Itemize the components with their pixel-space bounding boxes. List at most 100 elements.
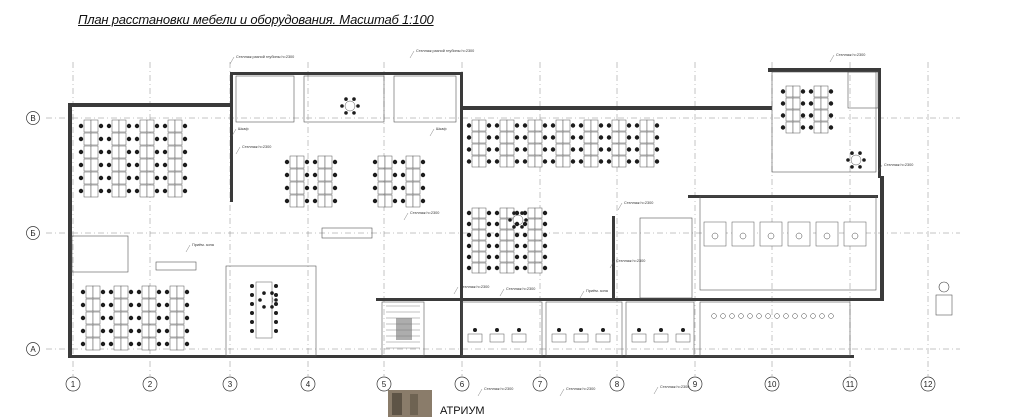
desk (478, 131, 487, 144)
desk (471, 155, 480, 168)
atrium-stair (381, 301, 425, 357)
desk (534, 143, 543, 156)
meeting-room-center (303, 75, 385, 123)
chair (400, 185, 406, 191)
round-table (850, 154, 862, 166)
chair (274, 298, 278, 302)
desk (534, 207, 543, 219)
desk (527, 262, 536, 274)
desk (113, 337, 122, 351)
chair (578, 159, 584, 164)
conference-table (255, 281, 273, 339)
core-room (639, 217, 693, 299)
chair (557, 328, 561, 332)
chair (466, 265, 472, 271)
chair (486, 123, 492, 128)
desk (92, 311, 101, 325)
chair (284, 198, 290, 204)
chair (274, 320, 278, 324)
desk (289, 155, 298, 169)
chair (514, 265, 520, 271)
desk (377, 181, 386, 195)
chair (606, 135, 612, 140)
wall-wc (688, 195, 878, 198)
desk (111, 145, 120, 159)
chair (542, 221, 548, 227)
desk (618, 143, 627, 156)
chair (634, 147, 640, 152)
chair (304, 172, 310, 178)
desk (471, 229, 480, 241)
chair (136, 315, 142, 321)
annotation-text: Стеллаж разной глубины h=2300 (416, 49, 474, 53)
desk (618, 131, 627, 144)
desk (118, 119, 127, 133)
desk (499, 240, 508, 252)
desk (169, 298, 178, 312)
chair (514, 135, 520, 140)
lounge-seat (828, 313, 834, 319)
annotation-text: Стеллаж h=2300 (884, 163, 913, 167)
chair (512, 225, 516, 229)
desk (324, 194, 333, 208)
chair (420, 159, 426, 165)
conference-room (225, 265, 317, 357)
wc-stall (843, 221, 867, 247)
chair (494, 210, 500, 216)
desk (527, 229, 536, 241)
desk (146, 171, 155, 185)
desk (148, 298, 157, 312)
chair (126, 162, 132, 168)
desk (506, 143, 515, 156)
chair (466, 254, 472, 260)
desk (148, 337, 157, 351)
reception-desk (155, 261, 197, 271)
chair (344, 97, 348, 101)
chair (184, 328, 190, 334)
chair (494, 243, 500, 249)
chair (514, 232, 520, 238)
chair (570, 159, 576, 164)
desk (813, 109, 822, 122)
chair (126, 136, 132, 142)
chair (495, 328, 499, 332)
desk (499, 251, 508, 263)
desk (555, 155, 564, 168)
chair (156, 302, 162, 308)
chair (570, 147, 576, 152)
desk (377, 168, 386, 182)
chair (654, 147, 660, 152)
chair (258, 298, 262, 302)
chair (550, 147, 556, 152)
desk (384, 155, 393, 169)
chair (162, 188, 168, 194)
chair (659, 328, 663, 332)
chair (134, 162, 140, 168)
chair (466, 243, 472, 249)
chair (250, 329, 254, 333)
desk (111, 158, 120, 172)
column-axis-label: 2 (148, 380, 153, 389)
wall-north-west (70, 103, 230, 107)
chair (154, 175, 160, 181)
desk (792, 85, 801, 98)
desk (384, 168, 393, 182)
desk (90, 184, 99, 198)
chair (626, 135, 632, 140)
desk (169, 311, 178, 325)
chair (312, 172, 318, 178)
chair (250, 293, 254, 297)
desk (595, 333, 611, 343)
desk (534, 229, 543, 241)
column-axis-label: 8 (615, 380, 620, 389)
desk (506, 251, 515, 263)
chair (520, 211, 524, 215)
wall-office-row (376, 298, 884, 301)
desk (377, 194, 386, 208)
desk (583, 131, 592, 144)
chair (274, 311, 278, 315)
chair (522, 221, 528, 227)
chair (606, 123, 612, 128)
interior-partitions (71, 71, 879, 357)
chair (78, 149, 84, 155)
